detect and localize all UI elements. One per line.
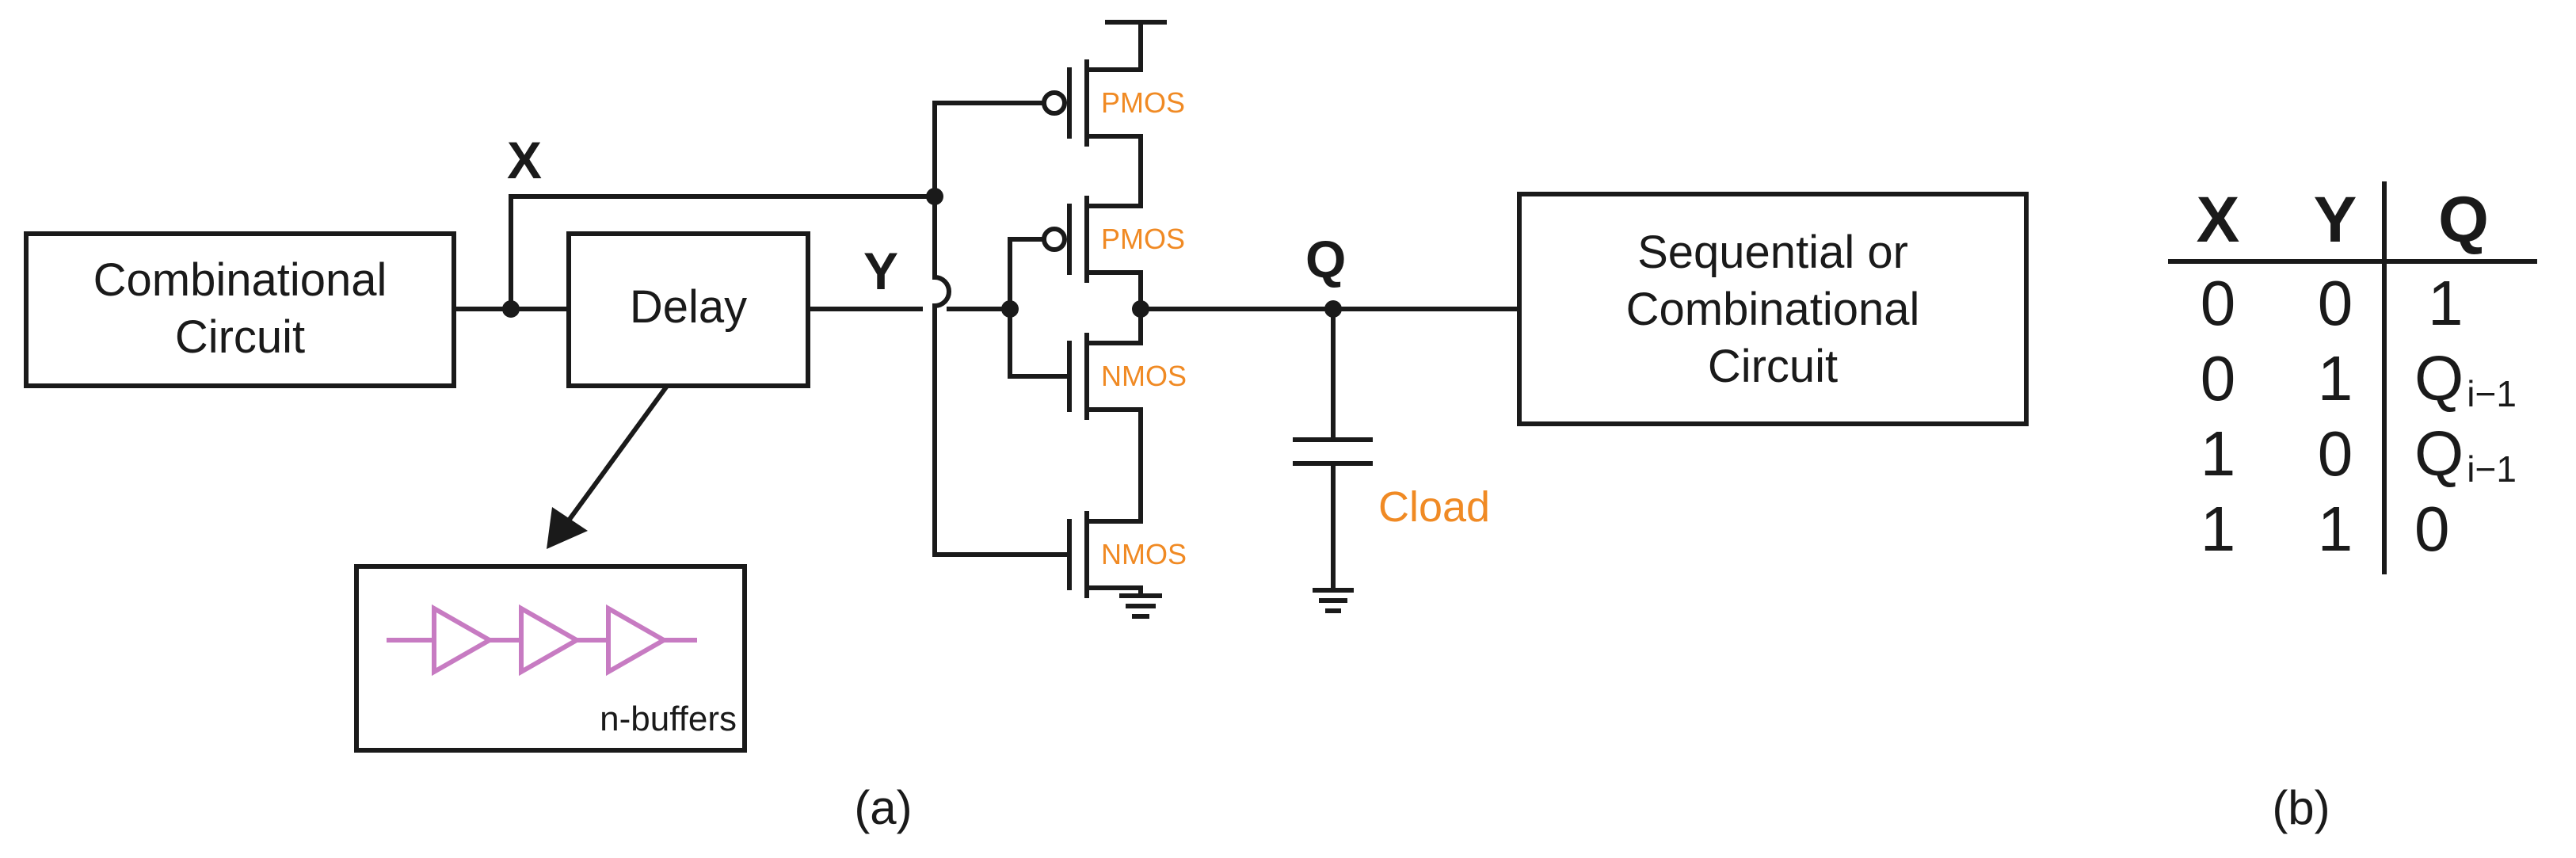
caption-a: (a) <box>854 781 912 834</box>
transistor-stack <box>1042 20 1167 598</box>
combinational-label-line1: Combinational <box>93 254 387 306</box>
combinational-label-line2: Circuit <box>175 311 305 363</box>
capacitor-icon <box>1293 437 1373 466</box>
junction-dot <box>926 188 943 205</box>
buffer-icon <box>519 604 582 677</box>
table-cell: 0 <box>2318 418 2353 489</box>
cload-label: Cload <box>1378 483 1490 531</box>
ground-icon <box>1313 588 1354 613</box>
junction-dot <box>1001 300 1019 318</box>
table-cell: 1 <box>2318 494 2353 564</box>
sequential-circuit-block <box>1517 192 2029 426</box>
table-cell: 1 <box>2201 494 2236 564</box>
table-cell: 1 <box>2318 343 2353 414</box>
table-cell: 1 <box>2201 418 2236 489</box>
table-header-x: X <box>2197 184 2240 256</box>
table-header-q: Q <box>2438 184 2489 256</box>
table-cell: 0 <box>2201 268 2236 338</box>
table-cell: 0 <box>2414 494 2450 564</box>
node-x-label: X <box>507 131 542 189</box>
table-cell: 0 <box>2318 268 2353 338</box>
table-cell-q-prev: Qi−1 <box>2414 343 2517 414</box>
junction-dot <box>502 300 520 318</box>
buffer-chain <box>387 604 697 677</box>
nmos2-label: NMOS <box>1101 538 1187 570</box>
table-cell: 1 <box>2428 268 2464 338</box>
sequential-label-line3: Circuit <box>1708 341 1838 392</box>
pmos1-bubble <box>1042 90 1067 116</box>
table-cell: 0 <box>2201 343 2236 414</box>
buffer-icon <box>606 604 669 677</box>
delay-block <box>566 231 810 388</box>
junction-dot <box>1132 300 1149 318</box>
sequential-label-line2: Combinational <box>1626 284 1920 335</box>
node-q-label: Q <box>1305 230 1346 288</box>
pmos2-bubble <box>1042 227 1067 252</box>
nmos1-label: NMOS <box>1101 360 1187 392</box>
arrow-head <box>547 507 588 549</box>
pmos1-label: PMOS <box>1101 86 1185 119</box>
truth-table: X Y Q 0 0 1 0 1 Qi−1 1 0 Qi−1 1 1 0 <box>2168 181 2537 574</box>
buffers-label: n-buffers <box>600 700 737 738</box>
sequential-label-line1: Sequential or <box>1637 227 1908 278</box>
ground-icon <box>1119 593 1162 619</box>
buffer-icon <box>432 604 495 677</box>
buffers-block <box>354 564 747 753</box>
combinational-circuit-block <box>24 231 456 388</box>
pmos2-label: PMOS <box>1101 223 1185 255</box>
table-cell-q-prev: Qi−1 <box>2414 418 2517 490</box>
junction-dot <box>1324 300 1342 318</box>
junction-dots <box>502 188 1342 318</box>
delay-label: Delay <box>630 281 747 333</box>
node-y-label: Y <box>863 242 898 300</box>
table-header-y: Y <box>2314 184 2357 256</box>
caption-b: (b) <box>2272 781 2330 834</box>
